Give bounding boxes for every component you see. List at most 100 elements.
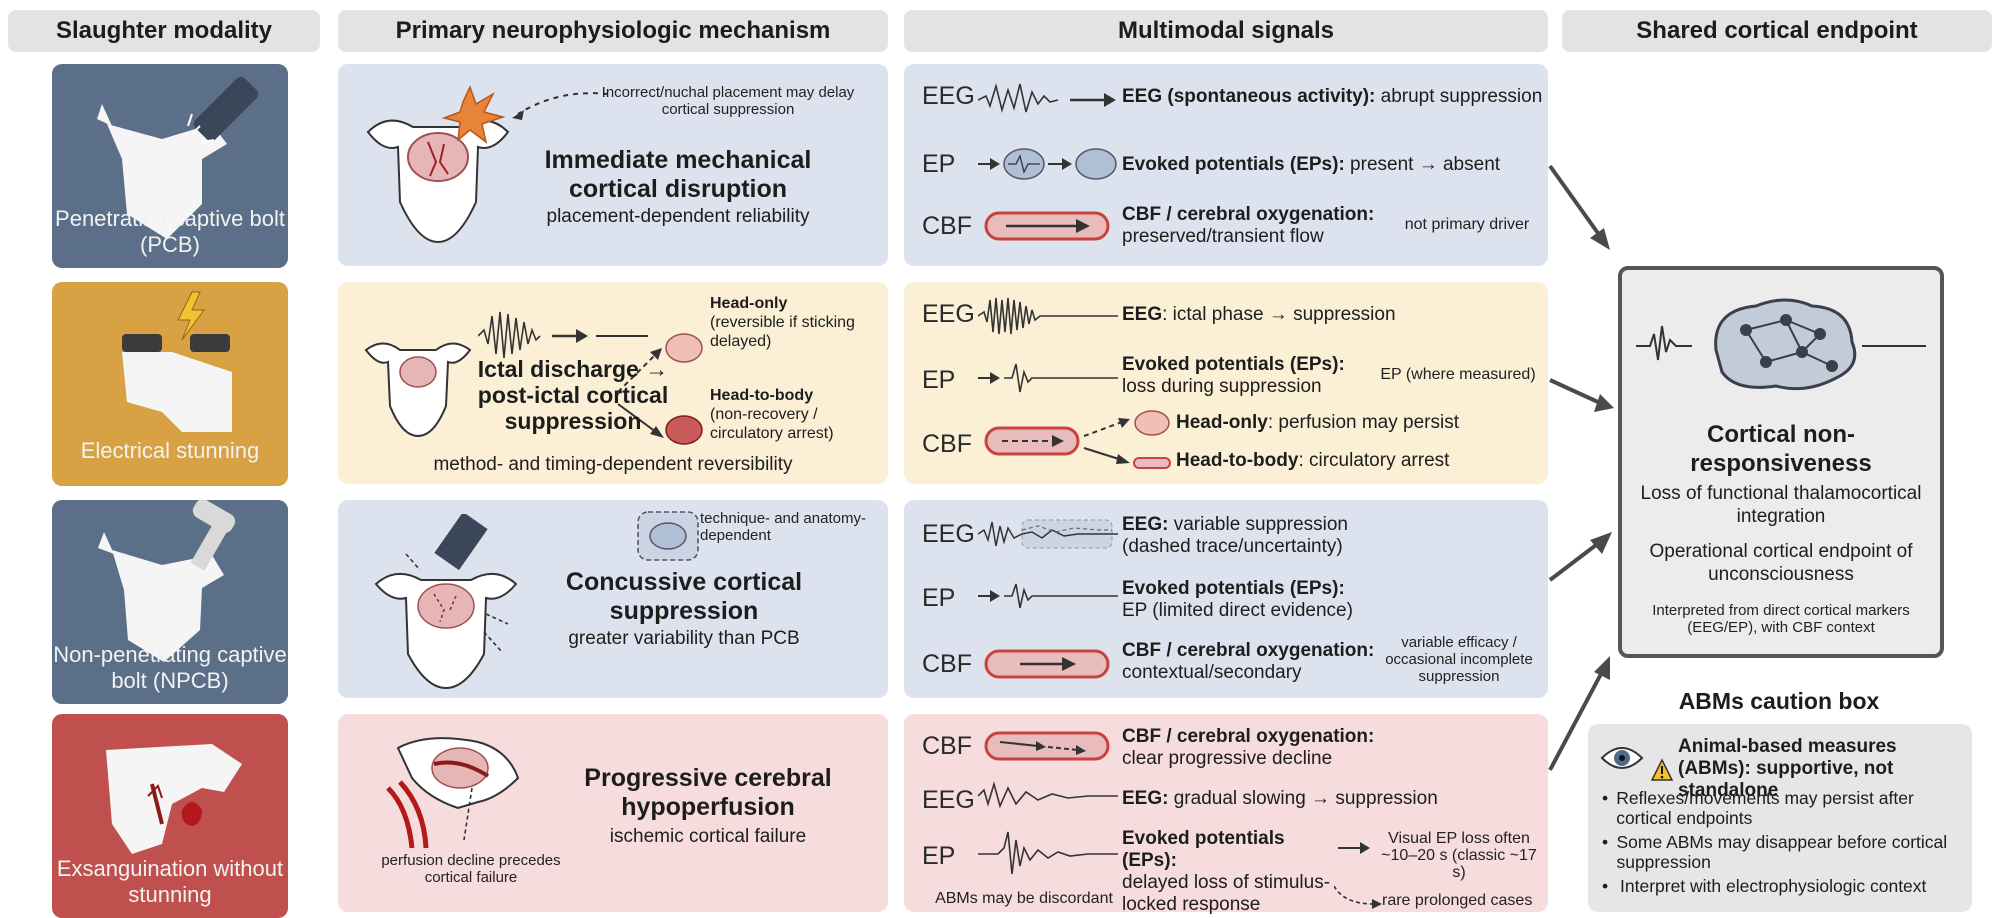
signal-text: EEG (spontaneous activity): abrupt suppr… (1122, 86, 1542, 108)
header-signals: Multimodal signals (904, 10, 1548, 52)
signal-desc: gradual slowing → suppression (1168, 788, 1438, 809)
signal-bold: Evoked potentials (EPs): (1122, 578, 1345, 599)
signal-desc: contextual/secondary (1122, 662, 1302, 683)
pcb-mechanism-title: Immediate mechanical cortical disruption (544, 146, 812, 203)
abm-bullet-text: Some ABMs may disappear before cortical … (1616, 832, 1948, 872)
signal-label: EEG (922, 786, 975, 814)
branch-head-only: Head-only (reversible if sticking delayed… (710, 294, 880, 351)
signal-text: Head-only: perfusion may persist (1176, 412, 1459, 434)
pcb-mechanism-subtitle: placement-dependent reliability (546, 206, 810, 227)
modality-label-exsanguination: Exsanguination without stunning (56, 856, 284, 907)
signal-desc: delayed loss of stimulus-locked response (1122, 872, 1331, 915)
mechanism-panel-electrical: Head-only (reversible if sticking delayed… (338, 282, 888, 484)
cbf-branch-diagram (984, 418, 1130, 464)
signal-bold: CBF / cerebral oxygenation: (1122, 640, 1375, 661)
signal-desc: : circulatory arrest (1298, 450, 1450, 471)
endpoint-line-2: Operational cortical endpoint of unconsc… (1649, 541, 1913, 585)
branch-head-to-body: Head-to-body(non-recovery / circulatory … (710, 386, 880, 443)
eeg-variable-trace (978, 519, 1118, 549)
ep-limited-trace (978, 583, 1118, 609)
signal-bold: Evoked potentials (EPs): (1122, 828, 1285, 871)
signal-bold: EEG (1122, 304, 1163, 325)
signal-text: CBF / cerebral oxygenation:clear progres… (1122, 726, 1374, 770)
npcb-head-illustration (374, 514, 518, 690)
pcb-cow-illustration (97, 76, 259, 239)
hypoperfusion-illustration (386, 737, 520, 849)
brain-variability-icon (637, 511, 699, 561)
signal-text: Evoked potentials (EPs):delayed loss of … (1122, 828, 1342, 916)
npcb-mechanism-title: Concussive cortical suppression (565, 568, 803, 625)
signal-bold: Head-to-body (1176, 450, 1299, 471)
pcb-note-arrow (512, 92, 609, 120)
rare-cases-note: rare prolonged cases (1382, 892, 1533, 909)
npcb-cow-illustration (98, 500, 236, 662)
brain-network-icon (1636, 298, 1926, 391)
modality-label-npcb: Non-penetrating captive bolt (NPCB) (53, 642, 287, 693)
modality-card-exsanguination: Exsanguination without stunning (52, 714, 288, 918)
electrical-head-illustration (364, 342, 472, 438)
brain-perfused-icon (1134, 410, 1170, 436)
signal-bold: Evoked potentials (EPs): (1122, 154, 1345, 175)
cbf-vessel-icon (984, 211, 1110, 241)
signal-text: CBF / cerebral oxygenation:contextual/se… (1122, 640, 1374, 684)
signal-text: CBF / cerebral oxygenation:preserved/tra… (1122, 204, 1374, 248)
cbf-note: variable efficacy / occasional incomplet… (1385, 634, 1533, 685)
signals-panel-pcb: EEG EEG (spontaneous activity): abrupt s… (904, 64, 1548, 266)
signal-text: EEG: ictal phase → suppression (1122, 304, 1396, 326)
signal-bold: CBF / cerebral oxygenation: (1122, 726, 1375, 747)
cbf-decline-vessel (984, 731, 1110, 761)
signal-desc: : perfusion may persist (1267, 412, 1459, 433)
signal-desc: EP (limited direct evidence) (1122, 600, 1353, 621)
vessel-collapsed-icon (1133, 457, 1171, 469)
perfusion-decline-note: perfusion decline precedes cortical fail… (381, 852, 561, 886)
electrical-mechanism-title: Ictal discharge → post-ictal cortical su… (477, 356, 669, 434)
ep-timing-note: Visual EP loss often ~10–20 s (classic ~… (1381, 830, 1537, 881)
abm-bullet-text: Interpret with electrophysiologic contex… (1620, 876, 1927, 896)
signal-label: CBF (922, 650, 972, 678)
abm-discordant-note: ABMs may be discordant (935, 890, 1113, 907)
modality-label-pcb: Penetrating captive bolt (PCB) (55, 206, 285, 257)
signal-bold: EEG: (1122, 788, 1169, 809)
signal-bold: EEG: (1122, 514, 1169, 535)
ep-delayed-trace (978, 831, 1118, 875)
endpoint-box: Cortical non-responsiveness Loss of func… (1618, 266, 1944, 658)
branch-title: Head-only (710, 295, 788, 312)
signal-desc: (dashed trace/uncertainty) (1122, 536, 1343, 557)
signal-text: Evoked potentials (EPs):loss during supp… (1122, 354, 1345, 398)
signal-bold: EEG (spontaneous activity): (1122, 86, 1376, 107)
eeg-abrupt-trace (978, 82, 1116, 114)
mechanism-panel-npcb: technique- and anatomy-dependent Concuss… (338, 500, 888, 698)
modality-card-npcb: Non-penetrating captive bolt (NPCB) (52, 500, 288, 704)
signals-panel-electrical: EEG EEG: ictal phase → suppression EP Ev… (904, 282, 1548, 484)
signal-desc: variable suppression (1168, 514, 1348, 535)
signal-desc: : ictal phase → suppression (1162, 304, 1396, 325)
abm-bullet-text: Reflexes/movements may persist after cor… (1616, 788, 1914, 828)
signals-panel-npcb: EEG EEG: variable suppression(dashed tra… (904, 500, 1548, 698)
endpoint-line-3: Interpreted from direct cortical markers… (1652, 602, 1910, 636)
signal-label: CBF (922, 212, 972, 240)
header-mechanism: Primary neurophysiologic mechanism (338, 10, 888, 52)
eeg-slowing-trace (978, 781, 1118, 809)
branch-text: (reversible if sticking delayed) (710, 314, 855, 350)
mechanism-panel-pcb: Incorrect/nuchal placement may delay cor… (338, 64, 888, 266)
signal-bold: Evoked potentials (EPs): (1122, 354, 1345, 375)
endpoint-line-1: Loss of functional thalamocortical integ… (1640, 483, 1922, 527)
ep-note: EP (where measured) (1380, 366, 1536, 383)
signal-label: EP (922, 366, 956, 394)
signal-text: EEG: variable suppression(dashed trace/u… (1122, 514, 1348, 558)
exsanguination-mechanism-subtitle: ischemic cortical failure (609, 826, 807, 847)
abm-box-heading: ABMs caution box (1678, 688, 1880, 714)
signal-text: EEG: gradual slowing → suppression (1122, 788, 1438, 810)
signal-text: Evoked potentials (EPs): present → absen… (1122, 154, 1500, 176)
signals-panel-exsanguination: CBF CBF / cerebral oxygenation:clear pro… (904, 714, 1548, 915)
branch-title: Head-to-body (710, 387, 814, 404)
modality-card-pcb: Penetrating captive bolt (PCB) (52, 64, 288, 268)
ep-note-arrows (1334, 842, 1382, 909)
modality-label-electrical: Electrical stunning (80, 438, 260, 463)
signal-bold: CBF / cerebral oxygenation: (1122, 204, 1375, 225)
signal-text: Evoked potentials (EPs):EP (limited dire… (1122, 578, 1353, 622)
electrical-cow-illustration (122, 291, 232, 432)
header-modality: Slaughter modality (8, 10, 320, 52)
signal-label: CBF (922, 732, 972, 760)
signal-desc: loss during suppression (1122, 376, 1322, 397)
